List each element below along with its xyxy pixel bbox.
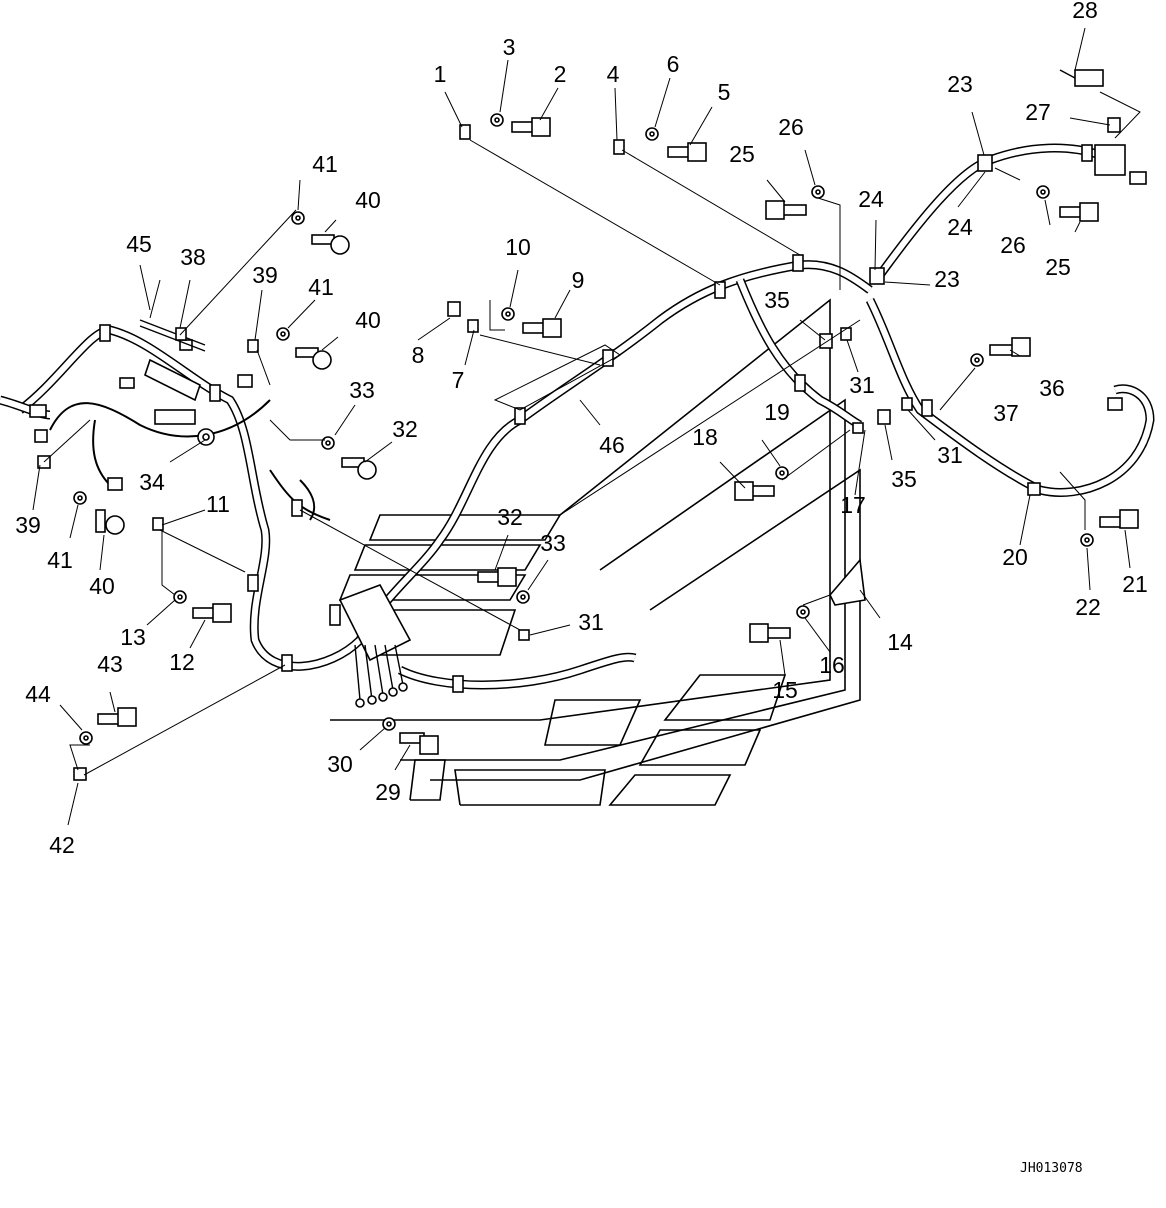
callout-4: 4 — [607, 61, 620, 87]
bolt-40a — [311, 234, 350, 255]
bolt-32 — [477, 567, 517, 587]
bolt-9 — [522, 318, 562, 338]
callout-32b: 32 — [497, 504, 523, 530]
callout-33a: 33 — [349, 377, 375, 403]
sensor-group — [1059, 69, 1147, 411]
callout-31a: 31 — [849, 372, 875, 398]
leader-lines — [32, 27, 1141, 826]
callout-38: 38 — [180, 244, 206, 270]
callout-35b: 35 — [891, 466, 917, 492]
callout-42: 42 — [49, 832, 75, 858]
callouts: 1 2 3 4 5 6 7 8 9 10 11 12 13 14 15 16 1… — [15, 0, 1148, 858]
callout-1: 1 — [434, 61, 447, 87]
callout-37: 37 — [993, 400, 1019, 426]
callout-27: 27 — [1025, 99, 1051, 125]
frame-plates — [330, 298, 861, 806]
callout-26a: 26 — [778, 114, 804, 140]
callout-46: 46 — [599, 432, 625, 458]
bolt-2 — [511, 117, 551, 137]
bolt-21 — [1099, 509, 1139, 529]
callout-15: 15 — [772, 677, 798, 703]
callout-29: 29 — [375, 779, 401, 805]
callout-28: 28 — [1072, 0, 1098, 23]
callout-16: 16 — [819, 652, 845, 678]
washers — [73, 113, 1094, 745]
callout-24b: 24 — [858, 186, 884, 212]
hose-clamps — [99, 144, 1093, 693]
callout-12: 12 — [169, 649, 195, 675]
actuator-left — [29, 319, 253, 491]
callout-39b: 39 — [15, 512, 41, 538]
callout-40a: 40 — [355, 187, 381, 213]
callout-21: 21 — [1122, 571, 1148, 597]
callout-45: 45 — [126, 231, 152, 257]
bolt-32b — [341, 457, 377, 480]
callout-41c: 41 — [47, 547, 73, 573]
callout-36: 36 — [1039, 375, 1065, 401]
bolt-40c — [95, 509, 125, 535]
callout-7: 7 — [452, 367, 465, 393]
callout-34: 34 — [139, 469, 165, 495]
callout-41a: 41 — [312, 151, 338, 177]
callout-8: 8 — [412, 342, 425, 368]
callout-10: 10 — [505, 234, 531, 260]
callout-44: 44 — [25, 681, 51, 707]
callout-33b: 33 — [540, 530, 566, 556]
bolt-15 — [749, 623, 791, 643]
bolt-29 — [399, 732, 439, 755]
callout-13: 13 — [120, 624, 146, 650]
callout-3: 3 — [503, 34, 516, 60]
callout-11: 11 — [206, 491, 230, 517]
callout-20: 20 — [1002, 544, 1028, 570]
callout-22: 22 — [1075, 594, 1101, 620]
callout-19: 19 — [764, 399, 790, 425]
callout-25a: 25 — [729, 141, 755, 167]
callout-25b: 25 — [1045, 254, 1071, 280]
callout-40b: 40 — [355, 307, 381, 333]
callout-23a: 23 — [947, 71, 973, 97]
bolt-25b — [1059, 202, 1099, 222]
callout-5: 5 — [718, 79, 731, 105]
callout-30: 30 — [327, 751, 353, 777]
callout-23b: 23 — [934, 266, 960, 292]
callout-32a: 32 — [392, 416, 418, 442]
callout-43: 43 — [97, 651, 123, 677]
bolt-36 — [989, 337, 1031, 357]
valve-block — [329, 584, 412, 708]
clips — [37, 117, 1121, 781]
bolt-12 — [192, 603, 232, 623]
bolt-25a — [765, 200, 807, 220]
bolt-43 — [97, 707, 137, 727]
callout-2: 2 — [554, 61, 567, 87]
callout-41b: 41 — [308, 274, 334, 300]
callout-9: 9 — [572, 267, 585, 293]
callout-31c: 31 — [578, 609, 604, 635]
callout-14: 14 — [887, 629, 913, 655]
callout-31b: 31 — [937, 442, 963, 468]
callout-40c: 40 — [89, 573, 115, 599]
bolt-5 — [667, 142, 707, 162]
callout-26b: 26 — [1000, 232, 1026, 258]
callout-35a: 35 — [764, 287, 790, 313]
callout-39a: 39 — [252, 262, 278, 288]
callout-24a: 24 — [947, 214, 973, 240]
hardware — [37, 113, 1139, 781]
bolt-40b — [295, 347, 332, 370]
bolt-18 — [734, 481, 775, 501]
callout-18: 18 — [692, 424, 718, 450]
callout-6: 6 — [667, 51, 680, 77]
drawing-code: JH013078 — [1020, 1161, 1083, 1176]
callout-17: 17 — [840, 492, 866, 518]
